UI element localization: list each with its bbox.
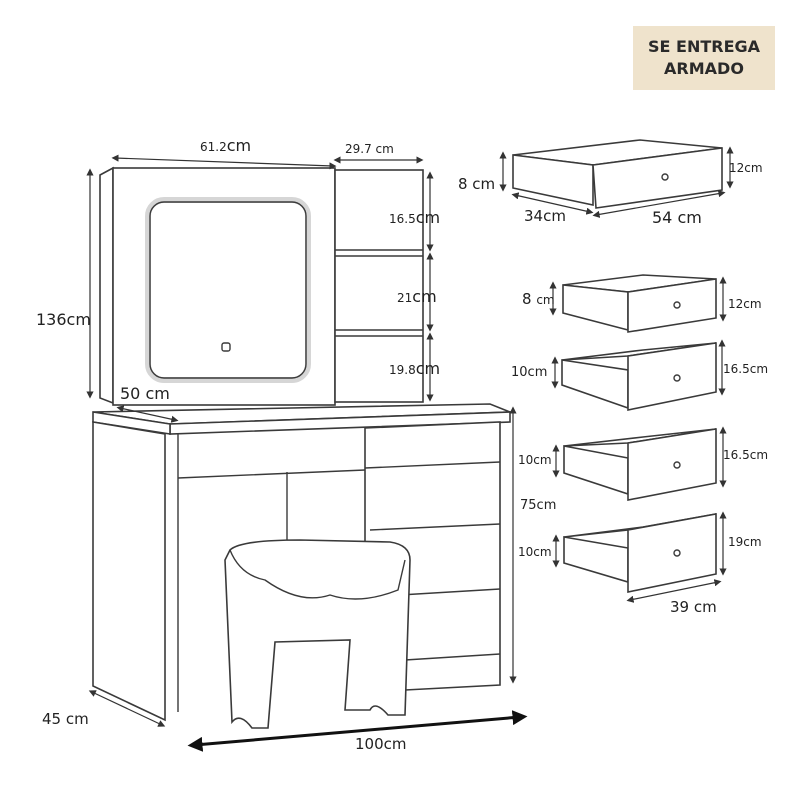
depth-label: 45 cm [42,710,89,728]
drawer-4-height: 16.5cm [723,448,769,462]
mirror-cabinet [99,166,424,406]
drawer-2-depth: 8 cm [522,290,555,308]
drawer-5-depth: 10cm [518,545,552,559]
drawer-1-side: 34cm [524,207,566,225]
drawer-1-depth: 8 cm [458,175,496,193]
width-label: 100cm [355,735,407,753]
dimension-lines [86,154,528,752]
badge-line-2: ARMADO [664,59,744,78]
drawer-3-height: 16.5cm [723,362,769,376]
desk-height-label: 75cm [520,498,557,513]
badge-line-1: SE ENTREGA [647,37,761,56]
drawer-small-1 [549,274,727,333]
drawer-5-width: 39 cm [670,598,717,616]
mirror-width-label: 50 cm [120,384,170,403]
drawer-medium-2 [552,426,727,501]
drawer-large [499,139,734,218]
drawer-5-height: 19cm [728,535,762,549]
drawer-2-height: 12cm [728,297,762,311]
led-mirror [149,201,307,379]
shelf-3-height-label: 19.8cm [389,359,441,378]
drawer-3-depth: 10cm [511,365,548,380]
drawer-medium-1 [551,339,726,411]
drawer-deep [552,511,727,603]
total-height-label: 136cm [36,310,91,329]
shelf-1-height-label: 16.5cm [389,208,441,227]
drawer-4-depth: 10cm [518,453,552,467]
shelf-2-height-label: 21cm [397,287,437,306]
drawer-1-width: 54 cm [652,208,702,227]
stool [224,539,411,729]
top-width-label: 61.2cm [200,136,252,155]
shelf-width-label: 29.7 cm [345,142,394,156]
touch-switch-icon [221,342,231,352]
delivered-assembled-badge: SE ENTREGA ARMADO [633,26,775,90]
drawer-1-height: 12cm [729,161,763,175]
